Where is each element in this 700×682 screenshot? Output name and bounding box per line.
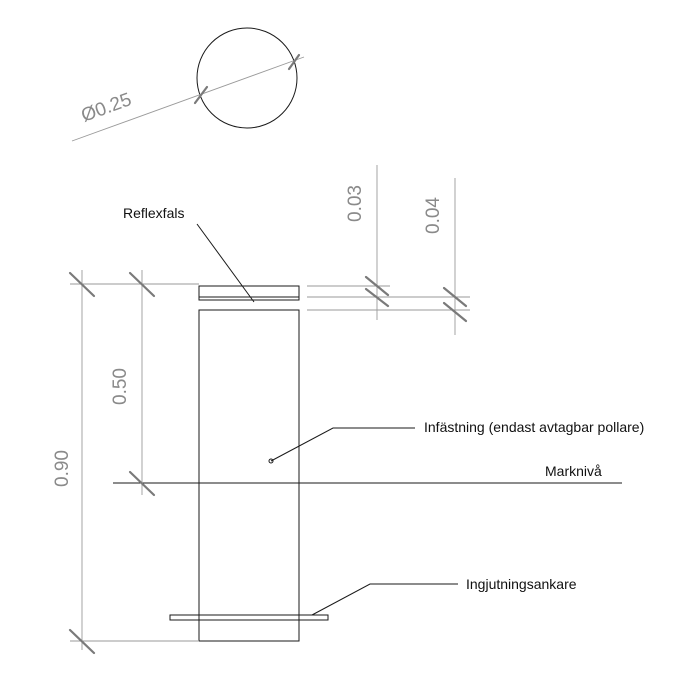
elevation-view (113, 285, 622, 642)
reflex-offset-tick-2 (364, 287, 390, 308)
bollard-cap (198, 285, 300, 301)
diameter-dimension-line (71, 56, 305, 142)
reflex-label: Reflexfals (123, 205, 184, 221)
mounting-leader (270, 427, 415, 462)
above-ground-tick-top (128, 271, 156, 298)
diameter-tick-left (193, 85, 209, 105)
reflex-offset-tick-1 (364, 275, 390, 297)
height-dimensions: 0.90 0.50 (52, 270, 199, 655)
anchor-label: Ingjutningsankare (466, 576, 577, 592)
reflex-band-label: 0.04 (423, 197, 444, 234)
total-height-tick-bottom (68, 628, 96, 655)
mounting-point (268, 458, 274, 464)
reflex-offset-label: 0.03 (345, 185, 366, 222)
annotations: Reflexfals Infästning (endast avtagbar p… (123, 205, 644, 616)
above-ground-label: 0.50 (110, 368, 131, 405)
bollard-body (198, 309, 300, 642)
above-ground-tick-bottom (128, 470, 156, 497)
reflex-dimensions: 0.03 0.04 (307, 165, 470, 335)
plan-view: Ø0.25 (71, 27, 305, 142)
ground-label: Marknivå (545, 463, 602, 479)
mounting-label: Infästning (endast avtagbar pollare) (424, 419, 644, 435)
anchor-plate (169, 614, 329, 621)
anchor-leader (311, 583, 458, 616)
reflex-leader (196, 223, 255, 303)
reflex-band-tick-1 (442, 286, 468, 308)
total-height-label: 0.90 (52, 450, 73, 487)
total-height-tick-top (68, 271, 96, 298)
bollard-plan-circle (196, 27, 298, 129)
reflex-band-tick-2 (442, 301, 468, 323)
diameter-tick-right (287, 53, 301, 71)
